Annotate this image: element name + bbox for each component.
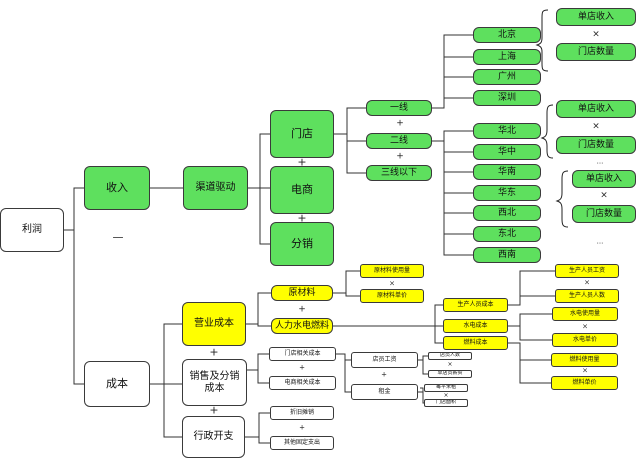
node-admin-expense: 行政开支 [182, 416, 245, 458]
node-labor-utilities-fuel: 人力水电燃料 [271, 318, 333, 334]
node-store: 门店 [270, 110, 334, 158]
node-production-staff-wage: 生产人员工资 [555, 264, 619, 278]
plus-operator: + [209, 345, 219, 359]
node-store-related-cost: 门店相关成本 [269, 347, 336, 361]
node-single-store-revenue: 单店收入 [556, 8, 636, 26]
plus-operator: + [297, 155, 307, 169]
times-operator: × [582, 366, 588, 375]
node-tier3-below: 三线以下 [366, 165, 432, 181]
node-raw-material-price: 原材料单价 [360, 289, 424, 303]
times-operator: × [600, 190, 608, 201]
times-operator: × [582, 322, 588, 331]
times-operator: × [584, 278, 590, 287]
node-profit: 利润 [0, 208, 64, 252]
node-tier1: 一线 [366, 100, 432, 116]
node-production-staff-cost: 生产人员成本 [443, 298, 508, 312]
node-store-count: 门店数量 [556, 43, 636, 61]
ellipsis-marker: ... [596, 237, 604, 246]
node-raw-material-usage: 原材料使用量 [360, 264, 424, 278]
node-single-store-revenue: 单店收入 [572, 170, 636, 188]
node-store-count: 门店数量 [572, 205, 636, 223]
node-store-staff-wage: 店员工资 [351, 352, 418, 368]
node-depreciation: 折旧摊销 [270, 406, 334, 420]
plus-operator: + [209, 403, 219, 417]
node-ecommerce: 电商 [270, 166, 334, 214]
node-sales-distribution-cost: 销售及分销成本 [182, 359, 247, 406]
node-utilities-price: 水电单价 [552, 333, 618, 347]
node-rent: 租金 [351, 384, 418, 400]
node-ecommerce-related-cost: 电商相关成本 [269, 376, 336, 390]
node-shanghai: 上海 [473, 49, 541, 65]
node-operating-cost: 营业成本 [182, 302, 246, 346]
plus-operator: + [396, 151, 404, 162]
node-fuel-cost: 燃料成本 [443, 336, 508, 350]
minus-operator: — [112, 230, 124, 244]
node-per-sqm-rent: 每平米租 [424, 384, 468, 392]
node-southwest: 西南 [473, 247, 541, 263]
times-operator: × [592, 121, 600, 132]
times-operator: × [447, 361, 453, 368]
node-northeast: 东北 [473, 226, 541, 242]
node-northwest: 西北 [473, 205, 541, 221]
node-other-fixed-expense: 其他固定支出 [270, 436, 334, 450]
plus-operator: + [297, 211, 307, 225]
ellipsis-marker: ... [596, 157, 604, 166]
plus-operator: + [381, 370, 387, 379]
node-tier2: 二线 [366, 133, 432, 149]
node-production-staff-count: 生产人员人数 [555, 289, 619, 303]
node-utilities-cost: 水电成本 [443, 319, 508, 333]
node-fuel-usage: 燃料使用量 [551, 353, 618, 367]
node-east-china: 华东 [473, 185, 541, 201]
plus-operator: + [299, 423, 305, 432]
node-cost: 成本 [84, 361, 150, 407]
node-guangzhou: 广州 [473, 69, 541, 85]
node-south-china: 华南 [473, 164, 541, 180]
node-staff-count: 店员人数 [428, 352, 472, 360]
plus-operator: + [298, 304, 306, 315]
node-utilities-usage: 水电使用量 [552, 307, 618, 321]
times-operator: × [443, 392, 449, 399]
node-central-china: 华中 [473, 144, 541, 160]
node-fuel-price: 燃料单价 [551, 376, 618, 390]
node-revenue: 收入 [84, 166, 150, 210]
node-raw-material: 原材料 [271, 285, 333, 301]
node-beijing: 北京 [473, 27, 541, 43]
plus-operator: + [396, 118, 404, 129]
node-north-china: 华北 [473, 123, 541, 139]
node-single-store-revenue: 单店收入 [556, 100, 636, 118]
plus-operator: + [299, 363, 305, 372]
node-store-area: 门店面积 [424, 399, 468, 407]
times-operator: × [389, 279, 395, 288]
node-shenzhen: 深圳 [473, 90, 541, 106]
node-distribution: 分销 [270, 222, 334, 266]
node-store-count: 门店数量 [556, 136, 636, 154]
node-channel-driver: 渠道驱动 [183, 166, 248, 210]
times-operator: × [592, 29, 600, 40]
node-per-staff-salary: 单店员薪资 [428, 370, 472, 378]
